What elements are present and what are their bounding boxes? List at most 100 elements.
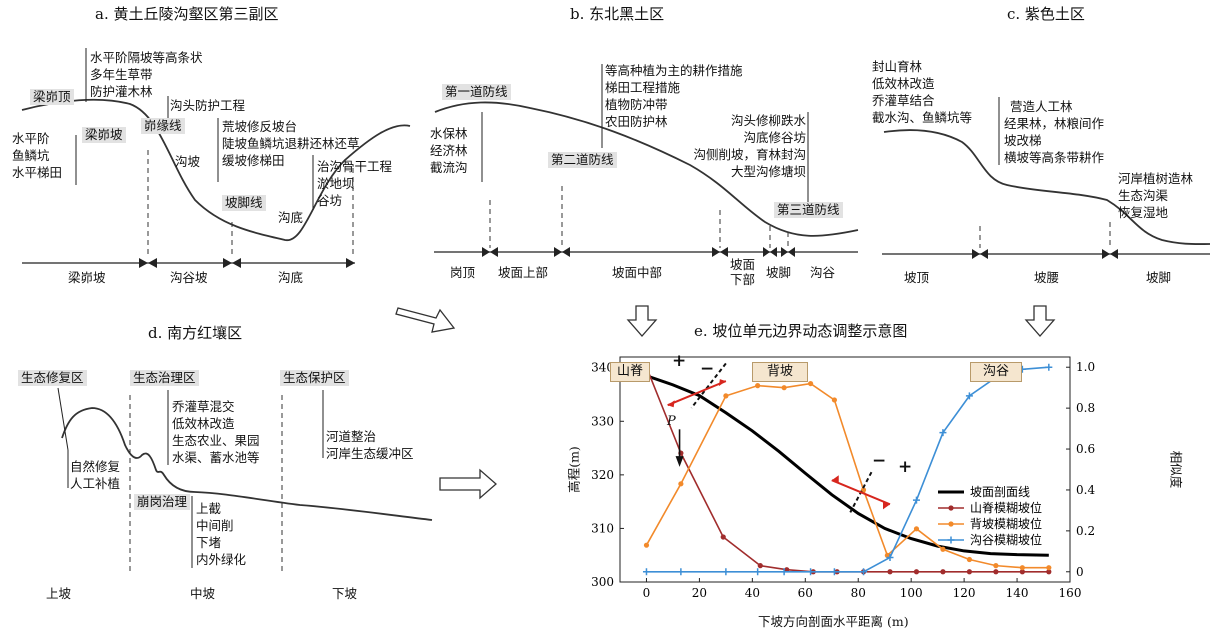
tag-defense-line-3: 第三道防线 [774, 202, 843, 218]
y-tick-label: 300 [591, 575, 614, 589]
series-point-0 [1046, 569, 1052, 575]
tag-toe-line: 坡脚线 [222, 195, 266, 211]
measure: 河道整治 [326, 429, 377, 444]
panel-d-leaders [57, 387, 324, 568]
y2-tick-label: 0.8 [1076, 401, 1095, 415]
measure: 沟头修柳跌水 [730, 113, 806, 128]
series-point-1 [678, 481, 684, 487]
protect-measures: 河道整治 河岸生态缓冲区 [326, 428, 414, 462]
series-point-2 [939, 429, 947, 437]
series-point-1 [993, 563, 999, 569]
tag-edge-line: 峁缘线 [141, 118, 185, 134]
series-point-1 [1019, 565, 1025, 571]
hollow-arrow-icon [439, 468, 497, 500]
series-point-0 [757, 563, 763, 569]
y2-tick-label: 0.2 [1076, 524, 1095, 538]
measure: 谷坊 [317, 193, 343, 208]
panel-a-dashed [147, 150, 354, 258]
gully-bottom-measures: 治沟骨干工程 淤地坝 谷坊 [317, 158, 392, 209]
measure: 截水沟、鱼鳞坑等 [872, 110, 973, 125]
x-tick-label: 80 [851, 586, 866, 600]
series-point-2 [1045, 363, 1053, 371]
measure: 水平阶隔坡等高条状 [90, 50, 203, 65]
plus-sign-right: + [898, 457, 913, 477]
panel-d-terrain [61, 407, 433, 521]
axis-c-2: 坡脚 [1146, 270, 1172, 285]
series-point-2 [860, 568, 868, 576]
tag-defense-line-2: 第二道防线 [548, 152, 617, 168]
panel-b-dashed [489, 186, 789, 248]
axis-b-2: 坡面中部 [612, 265, 663, 280]
measure: 大型沟修塘坝 [730, 164, 806, 179]
x-tick-label: 120 [953, 586, 976, 600]
measure: 沟底修谷坊 [743, 130, 806, 145]
legend-label: 沟谷模糊坡位 [970, 532, 1042, 547]
tag-govern-zone: 生态治理区 [130, 370, 199, 386]
region-tag-backslope: 背坡 [752, 362, 809, 382]
tag-protect-zone: 生态保护区 [280, 370, 349, 386]
measure: 中间削 [196, 518, 234, 533]
panel-b-title: b. 东北黑土区 [570, 5, 665, 23]
legend-label: 坡面剖面线 [970, 485, 1030, 499]
tag-collapse-zone: 崩岗治理 [134, 494, 191, 510]
region-tag-ridge: 山脊 [610, 362, 651, 382]
measure: 乔灌草结合 [872, 93, 935, 108]
measure: 自然修复 [70, 459, 121, 474]
series-point-1 [831, 397, 838, 403]
axis-d-0: 上坡 [46, 586, 72, 601]
series-point-1 [643, 542, 650, 548]
measure: 下堵 [196, 535, 222, 550]
measure: 鱼鳞坑 [12, 148, 50, 163]
measure: 沟侧削坡，育林封沟 [693, 147, 806, 162]
legend-marker [947, 536, 955, 544]
series-point-0 [966, 569, 973, 575]
panel-d: d. 南方红壤区 生态修复区 自然修复 人工补植 生态治理区 乔灌草混交 低效林… [0, 310, 440, 637]
legend-label: 山脊模糊坡位 [970, 500, 1042, 515]
gully-measures: 沟头修柳跌水 沟底修谷坊 沟侧削坡，育林封沟 大型沟修塘坝 [688, 112, 806, 180]
profile-line [645, 374, 1049, 557]
panel-b: b. 东北黑土区 第一道防线 水保林 经济林 截流沟 等高种植为主的耕作 [420, 0, 860, 300]
axis-b-5: 坡脚 [766, 265, 792, 280]
panel-b-axis-arrows [482, 247, 795, 257]
foot-measures: 河岸植树造林 生态沟渠 恢复湿地 [1118, 170, 1193, 221]
axis-d-2: 下坡 [332, 586, 358, 601]
measure: 陡坡鱼鳞坑退耕还林还草 [222, 136, 360, 151]
series-point-1 [755, 383, 761, 389]
x-tick-label: 100 [900, 586, 923, 600]
panel-a-title: a. 黄土丘陵沟壑区第三副区 [95, 5, 279, 23]
red-arrowhead-right-a [831, 475, 839, 483]
gully-slope-measures: 荒坡修反坡台 陡坡鱼鳞坑退耕还林还草 缓坡修梯田 [222, 118, 360, 169]
series-point-2 [965, 392, 973, 400]
collapse-measures: 上截 中间削 下堵 内外绿化 [196, 500, 246, 568]
measure: 淤地坝 [317, 176, 355, 191]
measure: 经果林，林粮间作 [1004, 116, 1105, 131]
panel-d-title: d. 南方红壤区 [148, 324, 243, 342]
axis-b-4: 下部 [730, 272, 756, 287]
y2-tick-label: 0.4 [1076, 483, 1095, 497]
gully-head-measure: 沟头防护工程 [170, 98, 246, 113]
measure: 缓坡修梯田 [222, 153, 285, 168]
measure: 水保林 [430, 126, 468, 141]
top-measures: 封山育林 低效林改造 乔灌草结合 截水沟、鱼鳞坑等 [872, 58, 972, 126]
series-point-0 [720, 534, 726, 540]
ridge-top-measures: 水平阶隔坡等高条状 多年生草带 防护灌木林 [90, 49, 203, 100]
tag-ridge-top: 梁峁顶 [30, 89, 74, 105]
series-point-2 [886, 553, 894, 561]
panel-d-drawing [57, 387, 433, 575]
series-point-1 [1046, 565, 1052, 571]
series-point-2 [807, 568, 815, 576]
plus-sign-left: + [672, 351, 687, 371]
axis-b-0: 岗顶 [450, 265, 476, 280]
measure: 梯田工程措施 [605, 80, 681, 95]
measure: 等高种植为主的耕作措施 [605, 63, 743, 78]
measure: 河岸植树造林 [1118, 171, 1194, 186]
measure: 低效林改造 [872, 76, 935, 91]
series-point-2 [642, 568, 650, 576]
region-tag-valley: 沟谷 [970, 362, 1023, 382]
measure: 植物防冲带 [605, 97, 668, 112]
measure: 治沟骨干工程 [317, 159, 393, 174]
measure: 内外绿化 [196, 552, 247, 567]
panel-a-drawing [21, 48, 411, 268]
x-tick-label: 160 [1059, 586, 1082, 600]
